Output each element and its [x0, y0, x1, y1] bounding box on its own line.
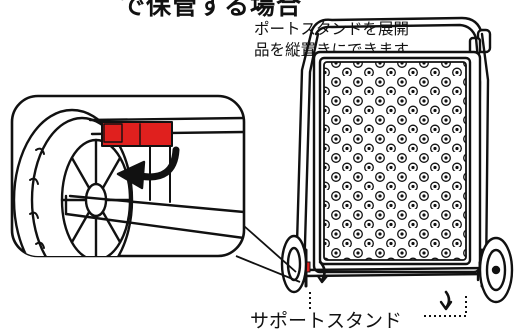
page-title: で保管する場合 — [120, 0, 303, 20]
frame-right-rail — [480, 32, 490, 282]
callout-leaders — [309, 292, 467, 317]
detail-inset — [10, 94, 246, 258]
support-stand-label: サポートスタンド — [250, 310, 403, 332]
zoom-pointer-lines — [235, 225, 301, 283]
handle-bar — [310, 16, 484, 36]
frame-left-rail — [294, 28, 314, 280]
rotate-arrow-icon — [116, 146, 180, 190]
folded-stroller — [280, 16, 514, 311]
